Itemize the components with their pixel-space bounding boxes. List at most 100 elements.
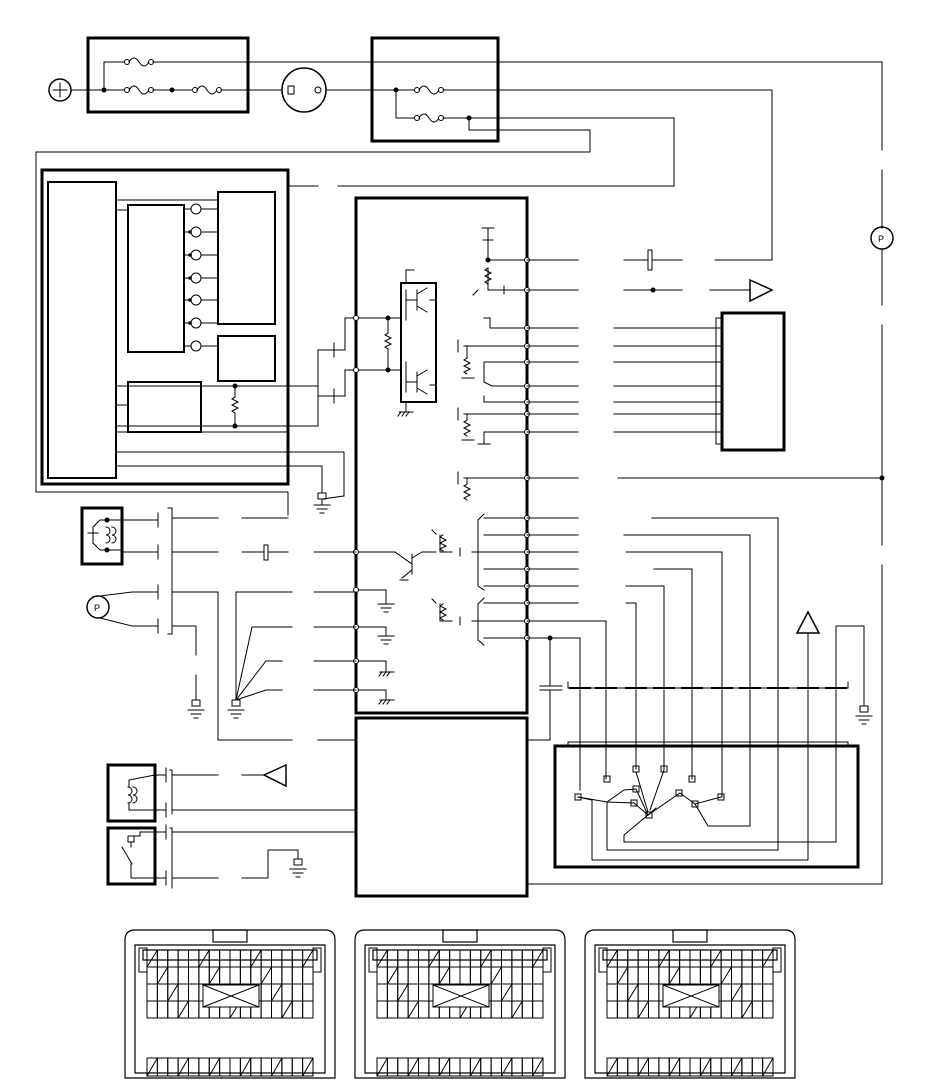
transistor-icon (355, 551, 423, 579)
connector-pin (720, 949, 732, 968)
connector-pin (751, 949, 764, 968)
connector-pin (490, 949, 502, 968)
connector-pin (167, 966, 179, 985)
connector-pin (490, 983, 502, 1002)
display-module (715, 311, 786, 452)
connector-pin (720, 983, 732, 1002)
connector-pin (648, 983, 660, 1002)
connector-pin (167, 949, 179, 968)
connector-pin (480, 966, 492, 985)
connector-pin (699, 949, 712, 968)
connector-pin (751, 1000, 764, 1019)
resistor-icon (230, 396, 240, 414)
connector-pin (250, 966, 262, 985)
connector-row (567, 681, 849, 745)
connector-pin (198, 966, 210, 985)
connector-pin (679, 966, 691, 985)
connector-pin (731, 1000, 743, 1019)
connector-pin (146, 983, 158, 1002)
connector-pin (710, 966, 722, 985)
connector-pin (627, 966, 639, 985)
connector-pin (302, 1000, 314, 1019)
connector-pin (397, 966, 409, 985)
connector-pin (291, 1000, 304, 1019)
fuse-icon (124, 57, 154, 67)
connector-pin (239, 966, 252, 985)
connector-pin (627, 1000, 639, 1019)
connector-pin (616, 1000, 629, 1019)
switch-icon (121, 831, 156, 879)
connector-pin (741, 966, 753, 985)
connector-pin (501, 949, 513, 968)
connector-pin (386, 983, 399, 1002)
connector-pin (521, 949, 534, 968)
connector-pin (521, 983, 534, 1002)
connector-pin (751, 983, 764, 1002)
connector-pin (511, 983, 523, 1002)
connector-pin (156, 949, 169, 968)
connector-pin (177, 966, 189, 985)
connector-pin (407, 966, 419, 985)
connector-pin (637, 966, 649, 985)
connector-pin (177, 949, 189, 968)
connector-pin (271, 949, 283, 968)
connector-pin (490, 1000, 502, 1019)
connector-pin (281, 983, 293, 1002)
connector-pin (449, 966, 461, 985)
connector-pin (260, 949, 272, 968)
connector-pin (720, 1000, 732, 1019)
connector-pin (679, 949, 691, 968)
connector-pin (459, 966, 471, 985)
connector-pin (532, 983, 544, 1002)
connector-pin (606, 966, 618, 985)
connector-pin (511, 966, 523, 985)
connector-pin (146, 966, 158, 985)
fuse-box-right (370, 36, 773, 143)
fuse-box-left (86, 36, 250, 114)
fuse-icon (124, 85, 154, 95)
connector-pin (188, 1000, 200, 1019)
connector-pin (260, 983, 272, 1002)
relay-lower (106, 763, 157, 823)
connector-pin (511, 949, 523, 968)
ecu-connector-c (584, 929, 796, 1079)
fuse-icon (414, 113, 444, 123)
connector-pin (397, 949, 409, 968)
connector-pin (302, 983, 314, 1002)
connector-pin (469, 949, 482, 968)
connector-pin (188, 966, 200, 985)
connector-pin (741, 983, 753, 1002)
diode-icon (453, 548, 460, 556)
connector-pin (501, 966, 513, 985)
connector-pin (407, 983, 419, 1002)
connector-pin (146, 1000, 158, 1019)
connector-pin (606, 1000, 618, 1019)
connector-pin (229, 949, 241, 968)
fusible-link-icon (281, 67, 327, 113)
connector-pin (762, 966, 774, 985)
connector-pin (648, 966, 660, 985)
connector-pin (741, 949, 753, 968)
connector-pin (188, 983, 200, 1002)
connector-pin (689, 949, 701, 968)
connector-pin (167, 1000, 179, 1019)
switch-lower (106, 826, 157, 886)
connector-pin (188, 949, 200, 968)
fuse-icon (192, 85, 222, 95)
ecu-connector-a (124, 929, 336, 1079)
connector-pin (668, 949, 681, 968)
injector-harness (553, 741, 860, 869)
connector-pin (386, 949, 399, 968)
connector-pin (291, 983, 304, 1002)
connector-pin (376, 966, 388, 985)
connector-pin (532, 1000, 544, 1019)
connector-pin (762, 1000, 774, 1019)
connector-pin (407, 949, 419, 968)
connector-pin (532, 966, 544, 985)
battery-terminal (48, 78, 89, 102)
connector-pin (751, 966, 764, 985)
ground-icon (313, 492, 331, 514)
sensor-icon: P (870, 226, 894, 250)
connector-pin (731, 966, 743, 985)
